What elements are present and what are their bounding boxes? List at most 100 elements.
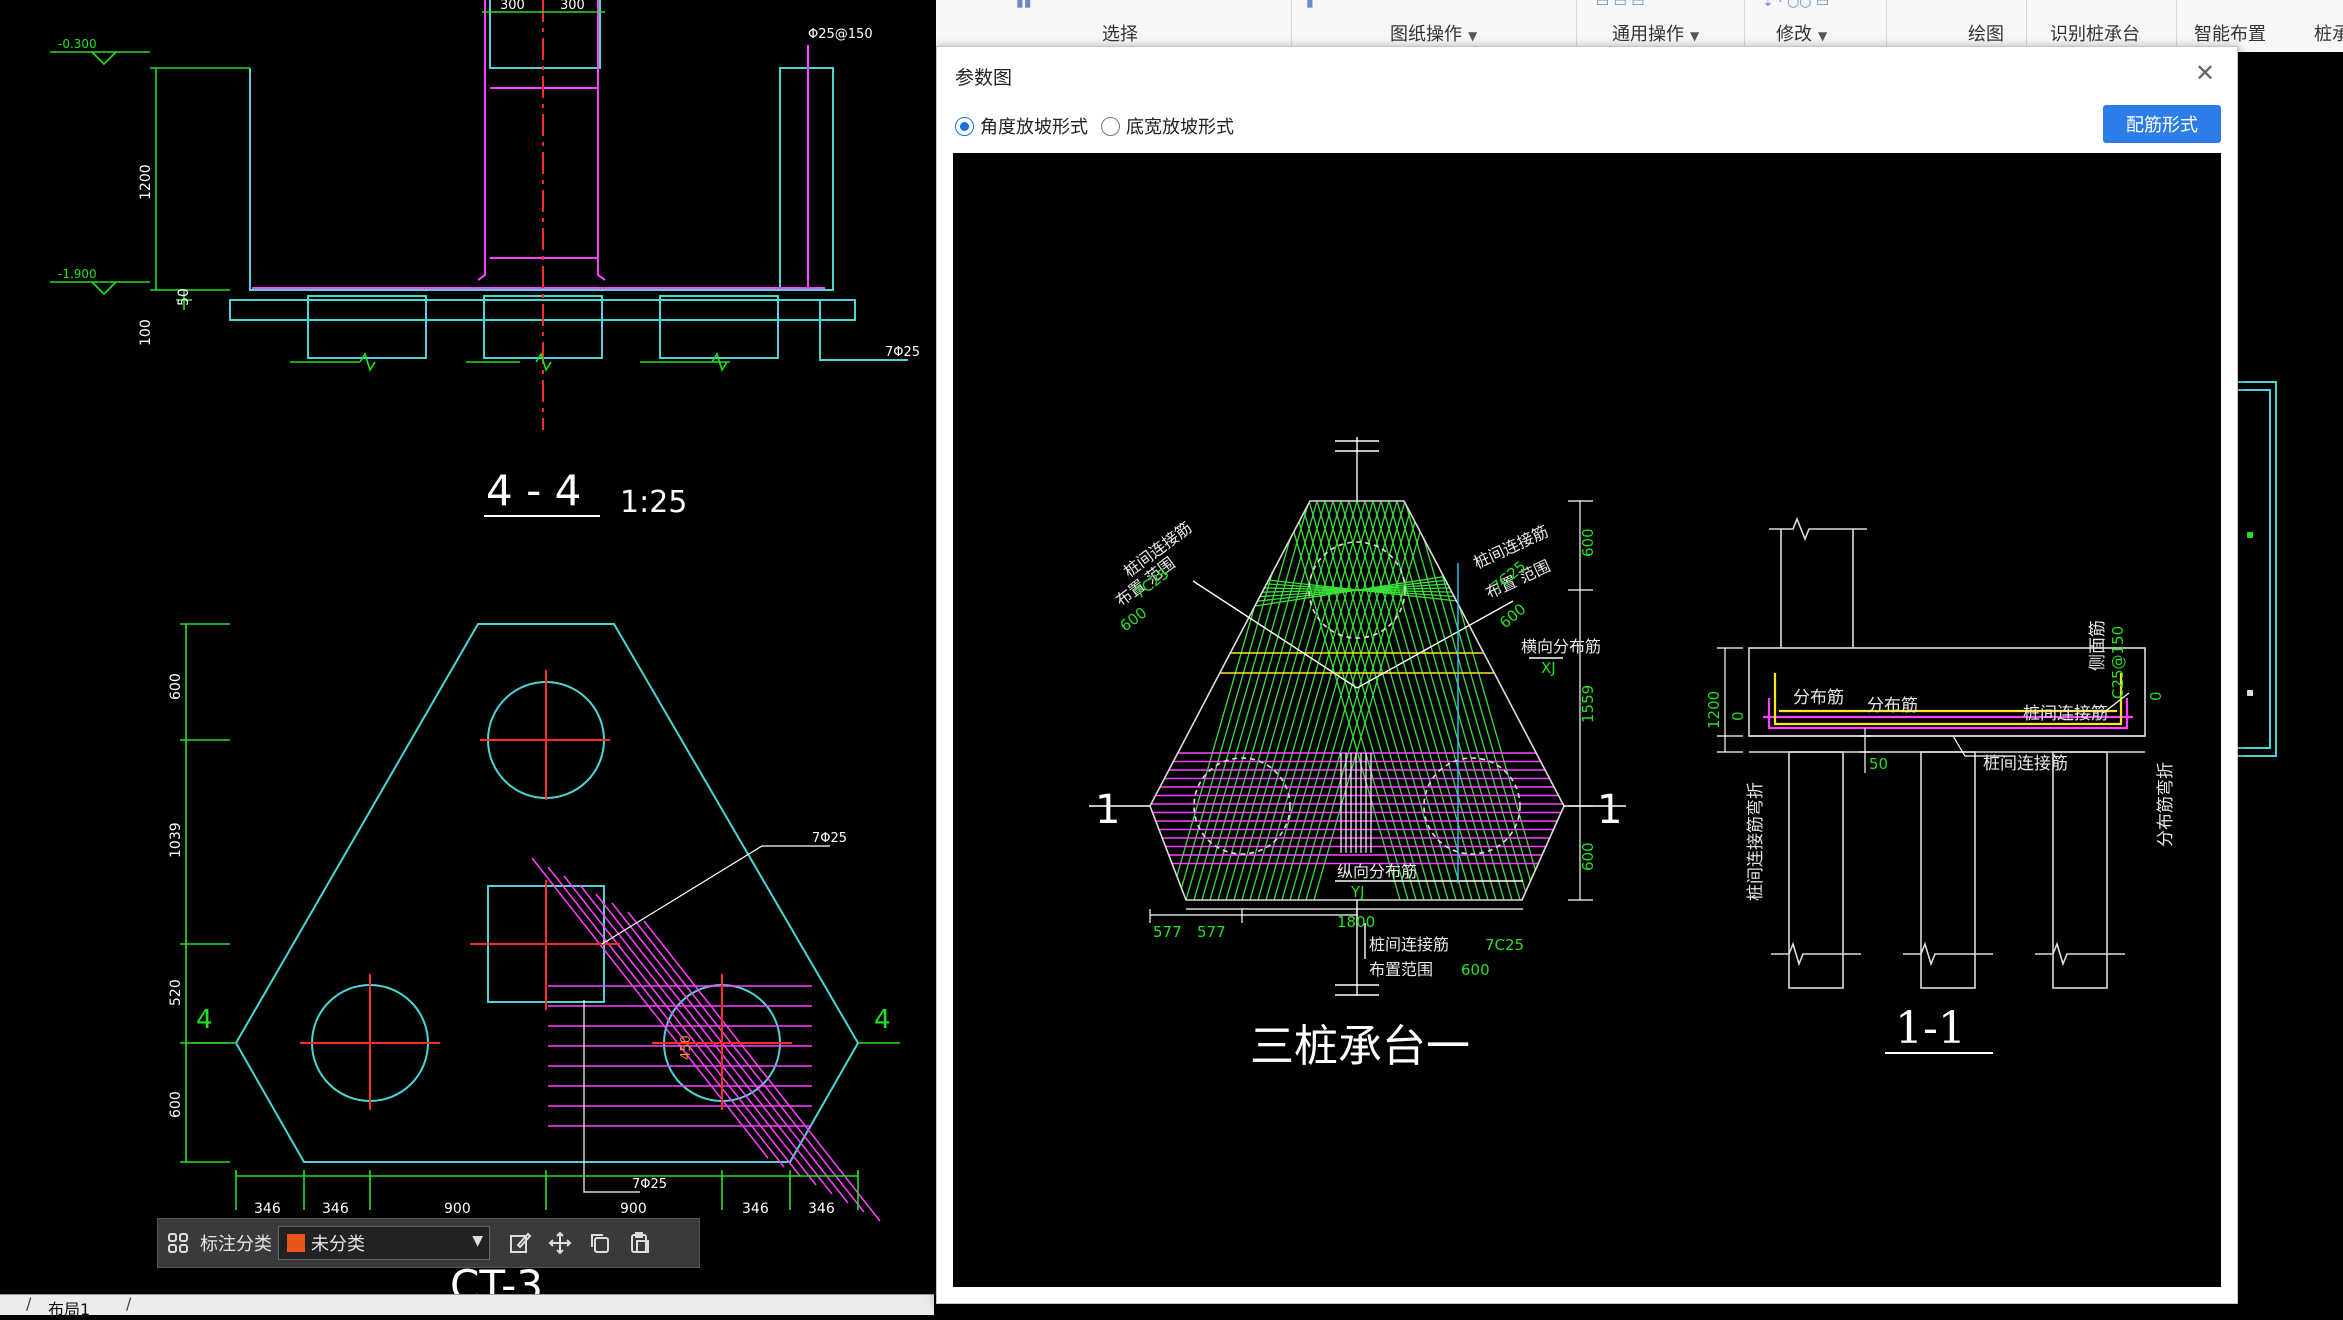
sec-link-b: 桩间连接筋 — [1983, 754, 2068, 774]
annotation-category-select[interactable]: 未分类 ▼ — [278, 1226, 490, 1260]
annotation-category-label: 标注分类 — [200, 1234, 272, 1255]
svg-text:▪: ▪ — [2246, 685, 2254, 699]
section-scale: 1:25 — [620, 485, 687, 520]
section-title: 4 - 4 — [486, 466, 581, 515]
section-1-1: 分布筋 分布筋 桩间连接筋 桩间连接筋 侧面筋 桩间连接筋弯折 分布筋弯折 12… — [1705, 516, 2176, 1054]
longitudinal-label: 纵向分布筋 — [1337, 862, 1417, 881]
dim-1800: 1800 — [1337, 913, 1375, 931]
close-icon[interactable]: ✕ — [2194, 59, 2216, 87]
radio-angle-slope[interactable]: 角度放坡形式 — [955, 113, 1088, 139]
layout-tab-bar: / 布局1 / — [0, 1294, 934, 1319]
section-4-4: 300 300 Φ25@150 7Φ25 -0.300 -1.900 1200 … — [50, 0, 920, 520]
ribbon-toolbar: ▮▮ ▮ ▭ ▭ ▭ ⇣ · ○○ ▭ 选择 图纸操作▼ 通用操作▼ 修改▼ 绘… — [936, 0, 2343, 53]
elev-top: -0.300 — [58, 37, 97, 51]
three-pile-cap-plan: 桩间连接筋 布置 范围 桩间连接筋 布置 范围 横向分布筋 纵向分布筋 桩间连接… — [1089, 437, 1626, 1072]
plan-title: 三桩承台一 — [1250, 1021, 1470, 1072]
ribbon-smart-layout[interactable]: 智能布置 — [2194, 24, 2266, 45]
annotation-toolbar: 标注分类 未分类 ▼ — [157, 1218, 700, 1268]
rebar-label-bottom: 7Φ25 — [885, 345, 920, 360]
plan-dim-1039: 1039 — [168, 822, 184, 858]
radio-width-slope-label: 底宽放坡形式 — [1126, 117, 1234, 138]
radio-width-slope[interactable]: 底宽放坡形式 — [1101, 113, 1234, 139]
elev-bottom: -1.900 — [58, 267, 97, 281]
category-value: 未分类 — [311, 1234, 365, 1255]
bottom-dim-5: 346 — [742, 1201, 769, 1217]
bottom-dim-3: 900 — [444, 1201, 471, 1217]
category-color-swatch — [287, 1234, 305, 1252]
chevron-down-icon: ▼ — [1468, 29, 1478, 43]
plan-dim-450: 450 — [679, 1035, 694, 1060]
section-mark-left: 1 — [1095, 787, 1120, 833]
sec-dim-0-right: 0 — [2147, 691, 2165, 701]
dim-col-300-b: 300 — [560, 0, 585, 13]
tab-layout-1[interactable]: 布局1 — [48, 1300, 91, 1319]
radio-dot-checked — [955, 116, 974, 136]
dim-600-top: 600 — [1579, 528, 1597, 557]
section-title: 1-1 — [1895, 1003, 1966, 1054]
svg-text:▪: ▪ — [2246, 527, 2254, 541]
plan-rebar-label: 7Φ25 — [812, 831, 847, 846]
parameter-drawing-canvas: 桩间连接筋 布置 范围 桩间连接筋 布置 范围 横向分布筋 纵向分布筋 桩间连接… — [953, 153, 2221, 1287]
sec-side-spec: C25@150 — [2109, 626, 2127, 699]
ribbon-modify[interactable]: 修改▼ — [1776, 24, 1828, 45]
ribbon-drawing-ops[interactable]: 图纸操作▼ — [1390, 24, 1478, 45]
transverse-code: XJ — [1541, 659, 1556, 677]
cad-drawing-canvas[interactable]: 300 300 Φ25@150 7Φ25 -0.300 -1.900 1200 … — [0, 0, 936, 1310]
bottom-link-spec: 7C25 — [1485, 936, 1524, 954]
ribbon-recognize-cap[interactable]: 识别桩承台 — [2050, 24, 2140, 45]
sec-dim-0-left: 0 — [1729, 711, 1747, 721]
ribbon-general-ops[interactable]: 通用操作▼ — [1612, 24, 1700, 45]
bottom-dim-2: 346 — [322, 1201, 349, 1217]
right-range-value: 600 — [1496, 600, 1530, 632]
sec-dim-50: 50 — [1869, 755, 1888, 773]
dialog-title: 参数图 — [955, 67, 1013, 89]
edit-icon[interactable] — [505, 1228, 535, 1258]
chevron-down-icon: ▼ — [472, 1233, 483, 1249]
transverse-label: 横向分布筋 — [1521, 637, 1601, 656]
dim-577-a: 577 — [1153, 923, 1182, 941]
plan-rebar-label-bottom: 7Φ25 — [632, 1177, 667, 1192]
ribbon-draw[interactable]: 绘图 — [1968, 24, 2004, 45]
move-icon[interactable] — [545, 1228, 575, 1258]
chevron-down-icon: ▼ — [1690, 29, 1700, 43]
sec-dim-1200: 1200 — [1705, 691, 1723, 729]
plan-dim-600-bottom: 600 — [168, 1091, 184, 1118]
sec-side-rebar: 侧面筋 — [2088, 620, 2108, 671]
section-mark-right: 1 — [1597, 787, 1622, 833]
bottom-range-label: 布置范围 — [1369, 960, 1433, 979]
sec-dist-bend: 分布筋弯折 — [2156, 762, 2176, 847]
grid-icon[interactable] — [163, 1228, 193, 1258]
plan-dim-600-top: 600 — [168, 673, 184, 700]
plan-dim-520: 520 — [168, 979, 184, 1006]
cad-canvas-right-strip: ▪ ▪ — [2236, 52, 2343, 1314]
dim-50: 50 — [176, 288, 192, 306]
longitudinal-code: YJ — [1350, 883, 1365, 901]
cap-plan-view: 450 7Φ25 7Φ25 600 — [168, 623, 900, 1310]
sec-link-a: 桩间连接筋 — [2023, 704, 2108, 724]
ribbon-cap-partial[interactable]: 桩承 — [2314, 24, 2343, 45]
paste-icon[interactable] — [625, 1228, 655, 1258]
bottom-range-value: 600 — [1461, 961, 1490, 979]
rebar-form-button[interactable]: 配筋形式 — [2103, 105, 2221, 143]
rebar-label-top: Φ25@150 — [808, 27, 873, 42]
radio-angle-slope-label: 角度放坡形式 — [980, 117, 1088, 138]
sec-dist-b: 分布筋 — [1867, 696, 1918, 716]
section-mark-left: 4 — [196, 1005, 213, 1035]
bottom-link-label: 桩间连接筋 — [1369, 935, 1449, 954]
copy-icon[interactable] — [585, 1228, 615, 1258]
dim-100: 100 — [138, 319, 154, 346]
dim-col-300-a: 300 — [500, 0, 525, 13]
bottom-dim-4: 900 — [620, 1201, 647, 1217]
ribbon-select[interactable]: 选择 — [1102, 24, 1138, 45]
section-mark-right: 4 — [874, 1005, 891, 1035]
bottom-dim-1: 346 — [254, 1201, 281, 1217]
sec-dist-a: 分布筋 — [1793, 688, 1844, 708]
dim-1200: 1200 — [138, 164, 154, 200]
bottom-dim-6: 346 — [808, 1201, 835, 1217]
parameter-dialog: 参数图 ✕ 角度放坡形式 底宽放坡形式 配筋形式 — [936, 46, 2238, 1304]
dim-577-b: 577 — [1197, 923, 1226, 941]
dim-600-bottom: 600 — [1579, 842, 1597, 871]
sec-link-bend: 桩间连接筋弯折 — [1746, 782, 1766, 901]
chevron-down-icon: ▼ — [1818, 29, 1828, 43]
dim-1559: 1559 — [1579, 685, 1597, 723]
